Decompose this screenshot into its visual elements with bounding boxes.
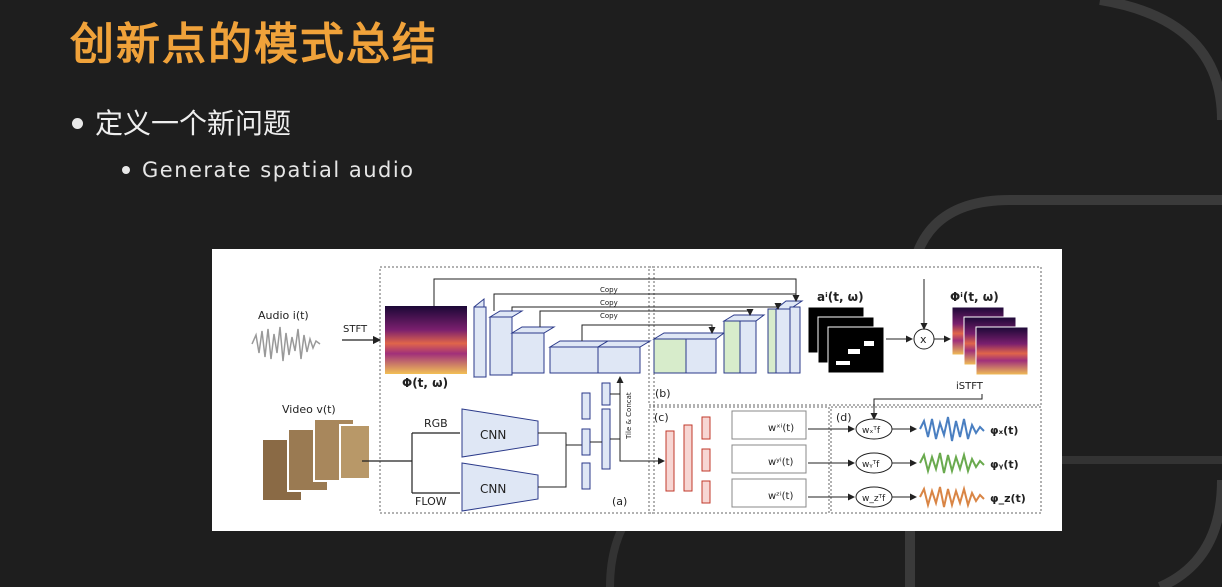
encoder-blocks (473, 297, 652, 378)
video-frames (261, 418, 371, 502)
output-y-waveform (919, 451, 985, 475)
panel-d-label: (d) (836, 411, 852, 424)
panel-c-label: (c) (654, 411, 669, 424)
architecture-figure: Audio i(t) STFT Φ(t, ω) Co (212, 249, 1062, 531)
panel-c-box (648, 406, 830, 514)
panel-a-box (379, 266, 655, 514)
video-split-lines (362, 432, 460, 494)
tile-concat-label: Tile & Concat (625, 392, 633, 440)
multiply-label: x (920, 333, 927, 346)
istft-label: iSTFT (956, 381, 984, 392)
cnn-flow-label: CNN (480, 482, 506, 496)
output-y-label: φᵧ(t) (990, 458, 1019, 471)
bullet-dot (72, 117, 83, 129)
copy-label-2: Copy (600, 299, 618, 307)
panel-a-label: (a) (612, 495, 627, 508)
bullet-level-2-text: Generate spatial audio (142, 158, 415, 182)
copy-label-3: Copy (600, 312, 618, 320)
input-audio-label: Audio i(t) (258, 309, 309, 322)
rgb-label: RGB (424, 417, 448, 430)
bullet-dot (122, 165, 130, 174)
cnn-rgb-block (461, 408, 539, 458)
istft-arrow (870, 394, 983, 420)
fc-layers (665, 416, 711, 504)
weight-op-z: w_zᵀf (862, 494, 886, 504)
cnn-flow-block (461, 462, 539, 512)
output-z-label: φ_z(t) (990, 492, 1026, 505)
weight-op-y: wᵧᵀf (862, 460, 880, 470)
mask-label: aⁱ(t, ω) (817, 290, 864, 304)
input-spectrogram (385, 306, 467, 374)
panel-d-box (830, 406, 1042, 514)
output-x-waveform (919, 416, 985, 442)
slide-title: 创新点的模式总结 (70, 19, 438, 70)
weight-y: wʸⁱ(t) (768, 457, 794, 468)
input-waveform (251, 326, 321, 362)
skip-connections (433, 278, 800, 341)
weight-z: wᶻⁱ(t) (768, 491, 793, 502)
cnn-rgb-label: CNN (480, 428, 506, 442)
panel-b-label: (b) (655, 387, 671, 400)
copy-label-1: Copy (600, 286, 618, 294)
bullet-level-1: 定义一个新问题 (72, 102, 291, 142)
spectrogram-label: Φ(t, ω) (402, 376, 448, 390)
output-x-label: φₓ(t) (990, 424, 1018, 437)
output-spec-label: Φⁱ(t, ω) (950, 290, 999, 304)
weight-to-op-arrows (808, 425, 855, 501)
bullet-level-1-text: 定义一个新问题 (95, 107, 292, 140)
output-z-waveform (919, 485, 985, 509)
input-video-label: Video v(t) (282, 403, 336, 416)
weight-x: wˣⁱ(t) (768, 423, 794, 434)
mask-stack (807, 306, 885, 374)
output-spectrograms (951, 306, 1029, 376)
decoder-blocks (652, 300, 804, 374)
panel-b-box (648, 266, 1042, 406)
weight-op-x: wₓᵀf (862, 426, 881, 436)
weight-op-nodes (855, 418, 893, 508)
bullet-level-2: Generate spatial audio (122, 158, 415, 182)
fusion-vectors (581, 382, 611, 490)
op-to-output-arrows (892, 425, 917, 501)
flow-label: FLOW (415, 495, 447, 508)
cnn-merge-lines (538, 432, 582, 488)
weight-panels (731, 410, 807, 508)
stft-label: STFT (343, 324, 368, 335)
